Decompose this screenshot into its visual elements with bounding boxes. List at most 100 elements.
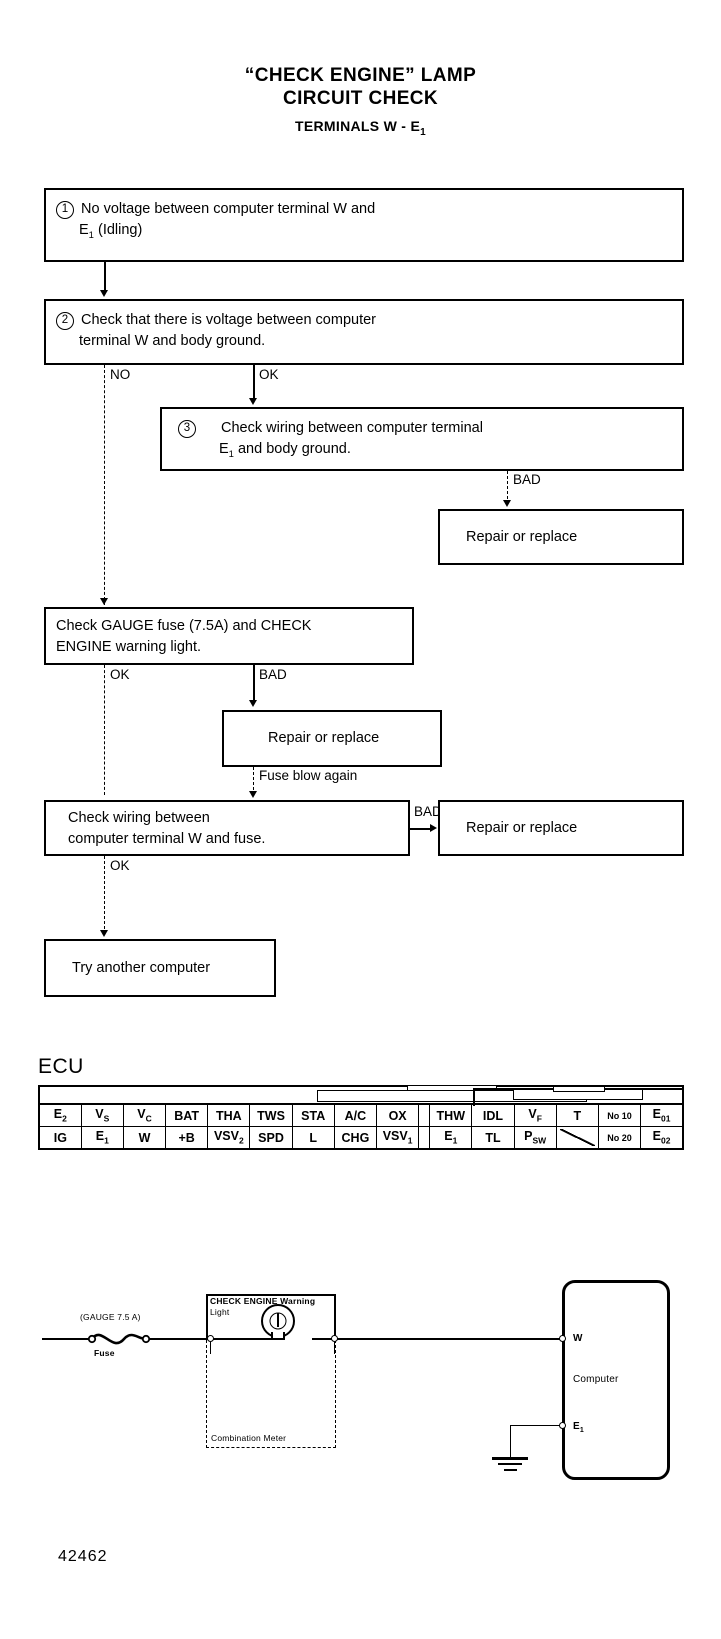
- title-line-1: “CHECK ENGINE” LAMP: [244, 65, 477, 86]
- ecu-cell-gap: [418, 1126, 431, 1150]
- step-1-line-2: E1 (Idling): [79, 222, 143, 241]
- step-1-number: 1: [56, 201, 74, 219]
- wire-meter-in: [214, 1338, 278, 1341]
- ecu-terminal-tl: TL: [471, 1126, 515, 1150]
- arrow-no-gauge: [100, 598, 108, 605]
- ecu-terminal-w: W: [122, 1126, 167, 1150]
- arrow-bad-repair1: [503, 500, 511, 507]
- wire-meter-right-drop: [334, 1342, 336, 1354]
- branch-label-bad-3: BAD: [414, 804, 442, 819]
- ecu-title: ECU: [38, 1055, 84, 1078]
- fuse-name-label: Fuse: [94, 1348, 115, 1358]
- terminal-w-label: W: [573, 1333, 583, 1344]
- ecu-terminal-vsv1: VSV1: [375, 1126, 420, 1150]
- arrow-bad-repair3: [430, 824, 437, 832]
- repair-1-label: Repair or replace: [466, 528, 578, 545]
- lamp-base: [271, 1332, 285, 1340]
- connector-bad-repair3: [410, 828, 432, 830]
- ecu-terminal-no20: No 20: [597, 1126, 642, 1150]
- connector-ok-step3: [253, 365, 255, 401]
- figure-number: 42462: [58, 1548, 108, 1565]
- ecu-terminal-vsv2: VSV2: [207, 1126, 251, 1150]
- wire-ground-drop: [510, 1425, 512, 1457]
- connector-ok-wiring: [104, 665, 105, 795]
- ecu-terminal-l: L: [291, 1126, 335, 1150]
- step-2-number: 2: [56, 312, 74, 330]
- ecu-terminal-no10: No 10: [597, 1103, 642, 1127]
- try-another-computer-box: Try another computer: [44, 939, 276, 997]
- gauge-check-line-2: ENGINE warning light.: [56, 639, 202, 655]
- fuse-symbol-icon: [87, 1333, 151, 1345]
- node-terminal-e1: [559, 1422, 566, 1429]
- computer-box: [562, 1280, 670, 1480]
- ecu-terminal-ox: OX: [375, 1103, 420, 1127]
- ecu-terminal-e2: E2: [38, 1103, 82, 1127]
- combination-meter-label: Combination Meter: [211, 1433, 287, 1443]
- terminal-e1-label: E1: [573, 1421, 584, 1434]
- repair-2-label: Repair or replace: [268, 730, 380, 746]
- ecu-terminal-bat: BAT: [165, 1103, 209, 1127]
- ecu-terminal-ig: IG: [38, 1126, 82, 1150]
- step-3-line-2: E1 and body ground.: [219, 441, 351, 460]
- node-terminal-w: [559, 1335, 566, 1342]
- ecu-terminal-chg: CHG: [333, 1126, 378, 1150]
- subtitle-text: TERMINALS W - E: [295, 118, 421, 134]
- wiring-check-line-2: computer terminal W and fuse.: [68, 831, 266, 847]
- ecu-terminal-e1: E1: [429, 1126, 473, 1150]
- ecu-terminal-b: +B: [165, 1126, 209, 1150]
- node-meter-right: [331, 1335, 338, 1342]
- wiring-check-box: Check wiring between computer terminal W…: [44, 800, 410, 856]
- wiring-check-line-1: Check wiring between: [68, 810, 210, 826]
- repair-or-replace-box-2: Repair or replace: [222, 710, 442, 767]
- wire-to-computer-w: [334, 1338, 564, 1341]
- repair-or-replace-box-3: Repair or replace: [438, 800, 684, 856]
- branch-label-fuse-blow: Fuse blow again: [259, 768, 358, 783]
- lamp-label-line-1: CHECK ENGINE Warning: [210, 1296, 316, 1306]
- connector-fuse-blow: [253, 767, 254, 795]
- connector-bad-repair1: [507, 471, 508, 504]
- computer-label: Computer: [573, 1374, 619, 1385]
- lamp-filament: [277, 1313, 279, 1327]
- branch-label-bad-1: BAD: [513, 472, 541, 487]
- diagonal-slash-icon: [559, 1129, 595, 1146]
- ecu-terminal-spd: SPD: [249, 1126, 293, 1150]
- ecu-terminal-psw: PSW: [513, 1126, 557, 1150]
- combination-meter-enclosure: [206, 1340, 336, 1448]
- wire-meter-out: [312, 1338, 334, 1341]
- subtitle-subscript: 1: [420, 126, 426, 138]
- branch-label-ok-3: OK: [110, 858, 130, 873]
- ecu-terminal-sta: STA: [291, 1103, 335, 1127]
- ecu-terminal-tws: TWS: [249, 1103, 293, 1127]
- ecu-terminal-vs: VS: [80, 1103, 124, 1127]
- ecu-terminal-tha: THA: [207, 1103, 251, 1127]
- branch-label-ok-1: OK: [259, 367, 279, 382]
- page-subtitle: TERMINALS W - E1: [0, 118, 721, 138]
- node-meter-left: [207, 1335, 214, 1342]
- ecu-terminal-vf: VF: [513, 1103, 557, 1127]
- circuit-schematic: (GAUGE 7.5 A) Fuse CHECK ENGINE Warning …: [0, 1190, 721, 1530]
- branch-label-bad-2: BAD: [259, 667, 287, 682]
- fuse-rating-label: (GAUGE 7.5 A): [80, 1312, 141, 1322]
- connector-bad-repair2: [253, 665, 255, 703]
- gauge-check-line-1: Check GAUGE fuse (7.5A) and CHECK: [56, 618, 312, 634]
- ecu-terminal-idl: IDL: [471, 1103, 515, 1127]
- branch-label-ok-2: OK: [110, 667, 130, 682]
- wire-after-fuse: [148, 1338, 208, 1341]
- check-engine-lamp-box: [206, 1294, 336, 1340]
- ecu-terminal-thw: THW: [429, 1103, 473, 1127]
- arrow-ok-try-computer: [100, 930, 108, 937]
- step-2-line-2: terminal W and body ground.: [79, 333, 266, 349]
- arrow-bad-repair2: [249, 700, 257, 707]
- branch-label-no: NO: [110, 367, 131, 382]
- try-computer-label: Try another computer: [72, 959, 211, 976]
- ecu-cell-blank-slash: [555, 1126, 599, 1150]
